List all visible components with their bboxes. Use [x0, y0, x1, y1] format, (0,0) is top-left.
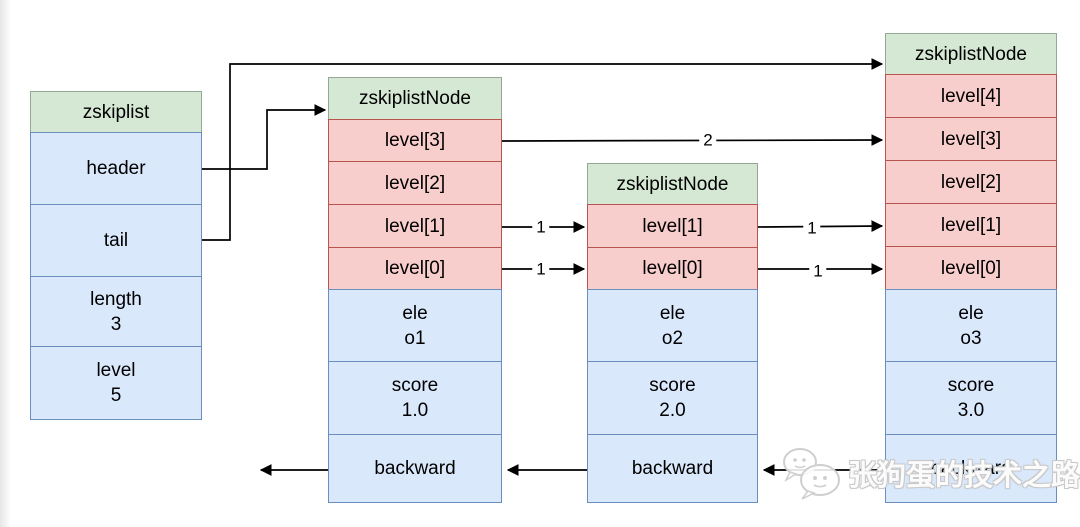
node3-title-cell: zskiplistNode	[885, 33, 1057, 75]
node1-score-value: 1.0	[401, 400, 429, 421]
node3-level1-label: level[1]	[940, 214, 1002, 236]
node1-level0-cell: level[0]	[328, 247, 502, 290]
zskiplist-title: zskiplist	[82, 101, 150, 123]
node3-level1-cell: level[1]	[885, 203, 1057, 247]
node3-ele-label: ele	[958, 302, 984, 324]
node3-ele-cell: ele o3	[885, 289, 1057, 362]
node2-level0-cell: level[0]	[587, 247, 758, 290]
node2-score-label: score	[649, 375, 696, 396]
span-count-label: 2	[699, 130, 717, 150]
node3-backward-cell: backward	[885, 434, 1057, 503]
node1-level3-cell: level[3]	[328, 119, 502, 162]
node1-title: zskiplistNode	[359, 88, 471, 109]
span-count-label: 1	[809, 261, 827, 281]
level-count-cell: level 5	[30, 346, 202, 420]
node2-level1-label: level[1]	[642, 215, 703, 237]
node3-level2-label: level[2]	[940, 171, 1002, 193]
node2-title: zskiplistNode	[616, 173, 729, 195]
length-cell: length 3	[30, 276, 202, 347]
node2-level0-label: level[0]	[642, 258, 703, 279]
zskiplist-box: zskiplist header tail length 3 level 5	[30, 91, 202, 420]
node3-ele-value: o3	[960, 327, 982, 349]
header-pointer-arrow	[202, 104, 327, 170]
node3-level3-cell: level[3]	[885, 117, 1057, 161]
zskiplistnode2-box: zskiplistNode level[1] level[0] ele o2 s…	[587, 163, 758, 503]
node3-backward-label: backward	[930, 458, 1012, 479]
node2-ele-cell: ele o2	[587, 289, 758, 362]
node1-level1-cell: level[1]	[328, 204, 502, 248]
span-count-label: 1	[532, 217, 550, 237]
node2-score-cell: score 2.0	[587, 361, 758, 435]
node3-level2-cell: level[2]	[885, 160, 1057, 204]
node1-backward-label: backward	[374, 458, 456, 479]
header-label: header	[86, 158, 146, 179]
node1-level1-label: level[1]	[384, 215, 446, 237]
node3-title: zskiplistNode	[915, 43, 1027, 65]
node3-score-cell: score 3.0	[885, 361, 1057, 435]
tail-label: tail	[103, 230, 129, 251]
node2-score-value: 2.0	[659, 400, 686, 421]
header-cell: header	[30, 132, 202, 205]
node1-ele-cell: ele o1	[328, 289, 502, 362]
tail-pointer-arrow	[202, 58, 884, 241]
node3-score-value: 3.0	[957, 400, 985, 421]
length-value: 3	[110, 313, 122, 335]
node1-score-cell: score 1.0	[328, 361, 502, 435]
node2-ele-label: ele	[659, 302, 686, 324]
node1-title-cell: zskiplistNode	[328, 77, 502, 120]
node3-level4-cell: level[4]	[885, 74, 1057, 118]
node1-ele-value: o1	[404, 327, 426, 349]
length-label: length	[90, 288, 142, 310]
tail-cell: tail	[30, 204, 202, 277]
level-count-label: level	[96, 360, 136, 381]
node2-backward-cell: backward	[587, 434, 758, 503]
node3-level0-label: level[0]	[940, 257, 1002, 279]
node1-backward-cell: backward	[328, 434, 502, 503]
chat-bubbles-icon	[783, 448, 840, 500]
node2-level1-cell: level[1]	[587, 204, 758, 248]
level-count-value: 5	[110, 385, 122, 406]
node1-level3-label: level[3]	[384, 130, 446, 151]
node3-score-label: score	[947, 375, 995, 396]
node1-level3-forward-arrow	[501, 134, 884, 146]
node1-level0-label: level[0]	[384, 258, 446, 279]
node3-level0-cell: level[0]	[885, 246, 1057, 290]
zskiplistnode1-box: zskiplistNode level[3] level[2] level[1]…	[328, 77, 502, 503]
node1-level2-label: level[2]	[384, 172, 446, 194]
span-count-label: 1	[532, 259, 550, 279]
zskiplistnode3-box: zskiplistNode level[4] level[3] level[2]…	[885, 33, 1057, 503]
node3-level3-label: level[3]	[940, 128, 1002, 150]
node2-backward-label: backward	[631, 458, 714, 479]
node1-level2-cell: level[2]	[328, 161, 502, 205]
zskiplist-title-cell: zskiplist	[30, 91, 202, 133]
node1-score-label: score	[391, 375, 439, 396]
span-count-label: 1	[803, 218, 821, 238]
left-edge-shadow	[0, 0, 11, 527]
node3-level4-label: level[4]	[940, 85, 1002, 107]
node1-ele-label: ele	[402, 302, 428, 324]
node2-ele-value: o2	[661, 327, 684, 349]
node2-title-cell: zskiplistNode	[587, 163, 758, 205]
